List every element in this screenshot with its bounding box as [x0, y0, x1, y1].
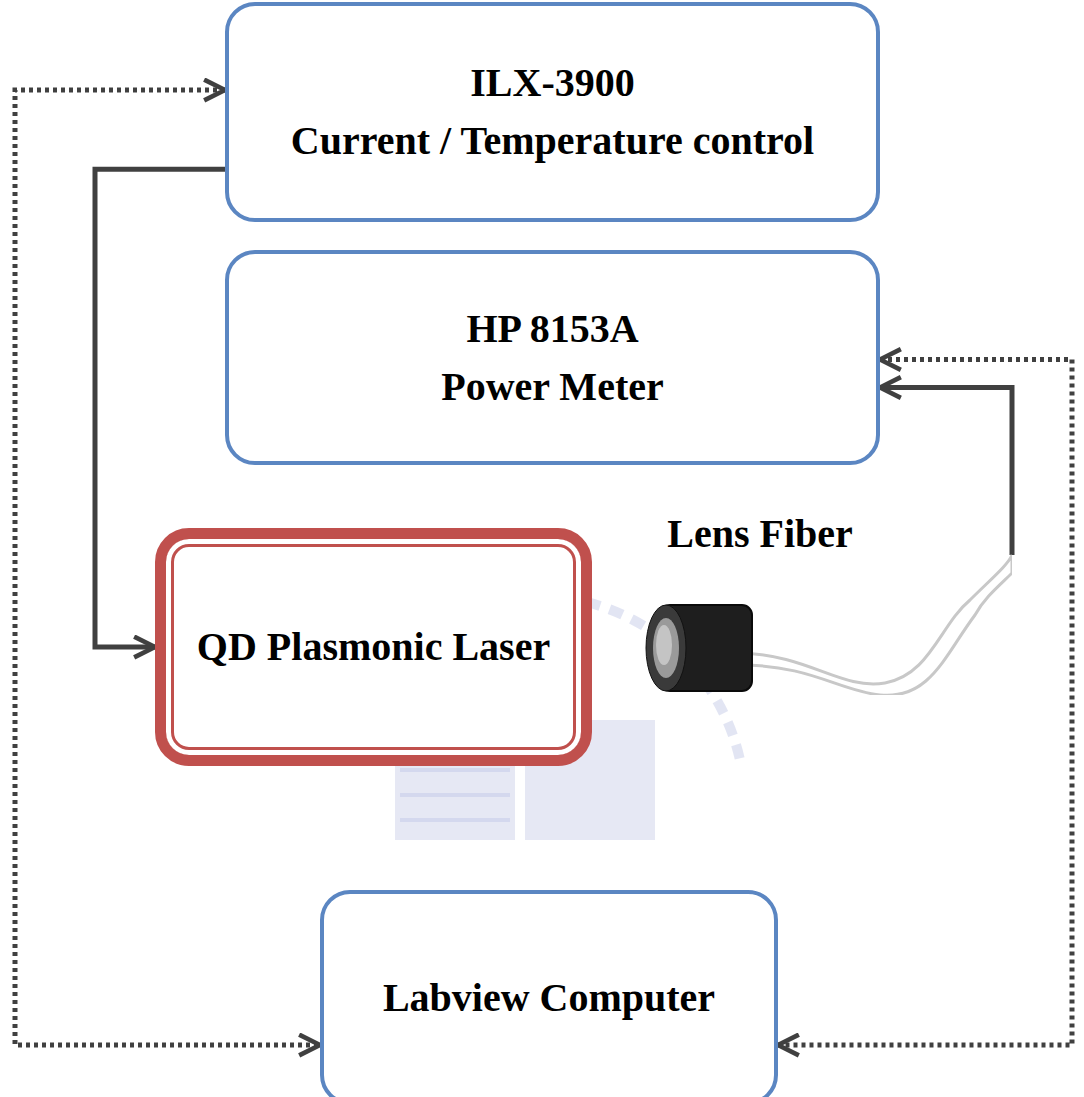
computer-box: Labview Computer [320, 890, 778, 1097]
lens-fiber: Lens Fiber [640, 505, 1012, 695]
node-label: ILX-3900 [446, 54, 658, 112]
signal-line [880, 388, 1012, 556]
controller-box: ILX-3900Current / Temperature control [225, 2, 880, 222]
node-label: HP 8153A [442, 300, 662, 358]
node-label: QD Plasmonic Laser [173, 618, 574, 676]
node-label: Current / Temperature control [267, 112, 838, 170]
node-label: Lens Fiber [640, 505, 880, 563]
power-meter-box: HP 8153APower Meter [225, 250, 880, 465]
node-label: Power Meter [417, 358, 687, 416]
node-label: Labview Computer [359, 969, 739, 1027]
laser-box: QD Plasmonic Laser [155, 528, 592, 766]
